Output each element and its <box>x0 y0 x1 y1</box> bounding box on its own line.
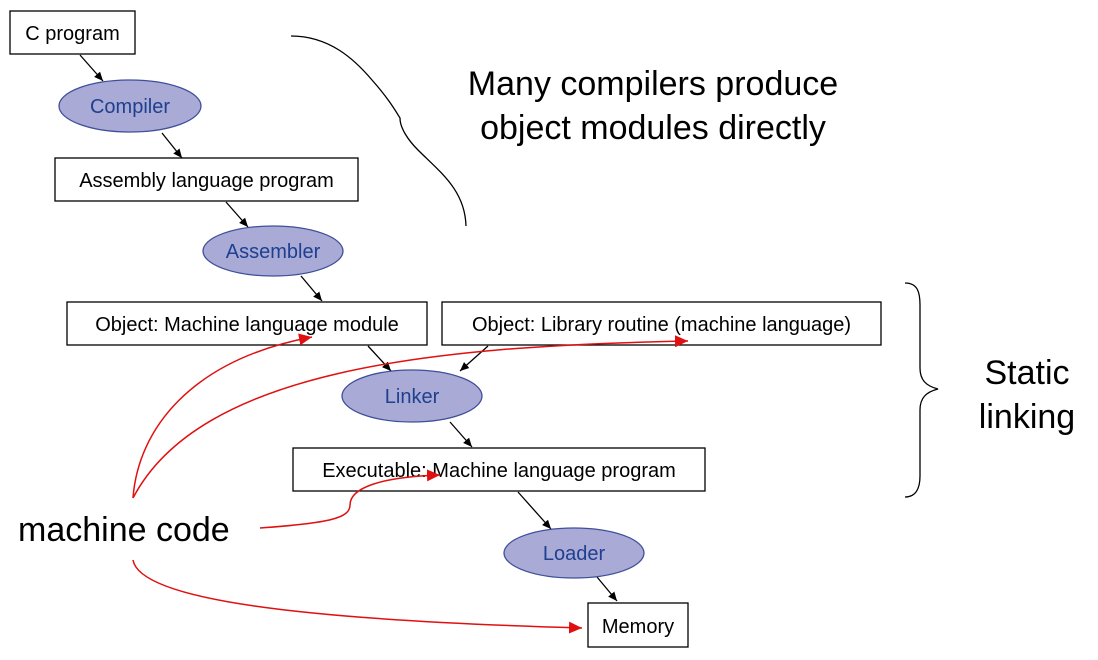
machine-code-to-executable-arrow <box>259 469 441 529</box>
compiler-label: Compiler <box>90 96 170 118</box>
memory-label: Memory <box>602 616 674 638</box>
static-linking-line2: linking <box>979 398 1075 436</box>
arrow-loader-to-memory <box>596 576 618 602</box>
compilers-note-line2: object modules directly <box>480 109 826 147</box>
machine-code-to-library-arrow <box>132 335 689 499</box>
c-program-label: C program <box>25 23 119 45</box>
assembler-label: Assembler <box>226 241 321 263</box>
linker-ellipse: Linker <box>341 369 483 423</box>
flow-arrows <box>79 54 618 602</box>
machine-code-arrows <box>132 333 689 634</box>
loader-ellipse: Loader <box>503 527 645 579</box>
object-module-box: Object: Machine language module <box>66 301 428 346</box>
c-program-box: C program <box>9 10 136 55</box>
arrow-executable-to-loader <box>517 491 552 530</box>
compilers-note-line1: Many compilers produce <box>468 65 838 103</box>
arrow-object-to-linker <box>367 345 392 372</box>
assembler-ellipse: Assembler <box>202 225 344 277</box>
static-linking-line1: Static <box>984 354 1069 392</box>
arrow-cprogram-to-compiler <box>79 54 104 82</box>
arrow-library-to-linker <box>459 345 489 372</box>
machine-code-to-object-arrow <box>132 333 313 499</box>
compilers-brace <box>290 35 467 227</box>
machine-code-to-memory-arrow <box>132 559 583 634</box>
machine-code-label: machine code <box>18 511 230 549</box>
library-routine-label: Object: Library routine (machine languag… <box>472 314 851 336</box>
executable-label: Executable: Machine language program <box>322 460 676 482</box>
executable-box: Executable: Machine language program <box>292 447 706 492</box>
compiler-ellipse: Compiler <box>58 79 202 133</box>
arrow-assembly-to-assembler <box>225 201 249 228</box>
arrow-linker-to-executable <box>449 421 473 448</box>
memory-box: Memory <box>587 602 689 648</box>
assembly-program-label: Assembly language program <box>79 170 334 192</box>
object-module-label: Object: Machine language module <box>95 314 399 336</box>
loader-label: Loader <box>543 543 606 565</box>
static-linking-brace <box>904 282 939 498</box>
library-routine-box: Object: Library routine (machine languag… <box>441 301 882 346</box>
assembly-program-box: Assembly language program <box>54 157 359 202</box>
arrow-assembler-to-object <box>300 275 323 302</box>
arrow-compiler-to-assembly <box>161 132 183 159</box>
linker-label: Linker <box>385 386 440 408</box>
